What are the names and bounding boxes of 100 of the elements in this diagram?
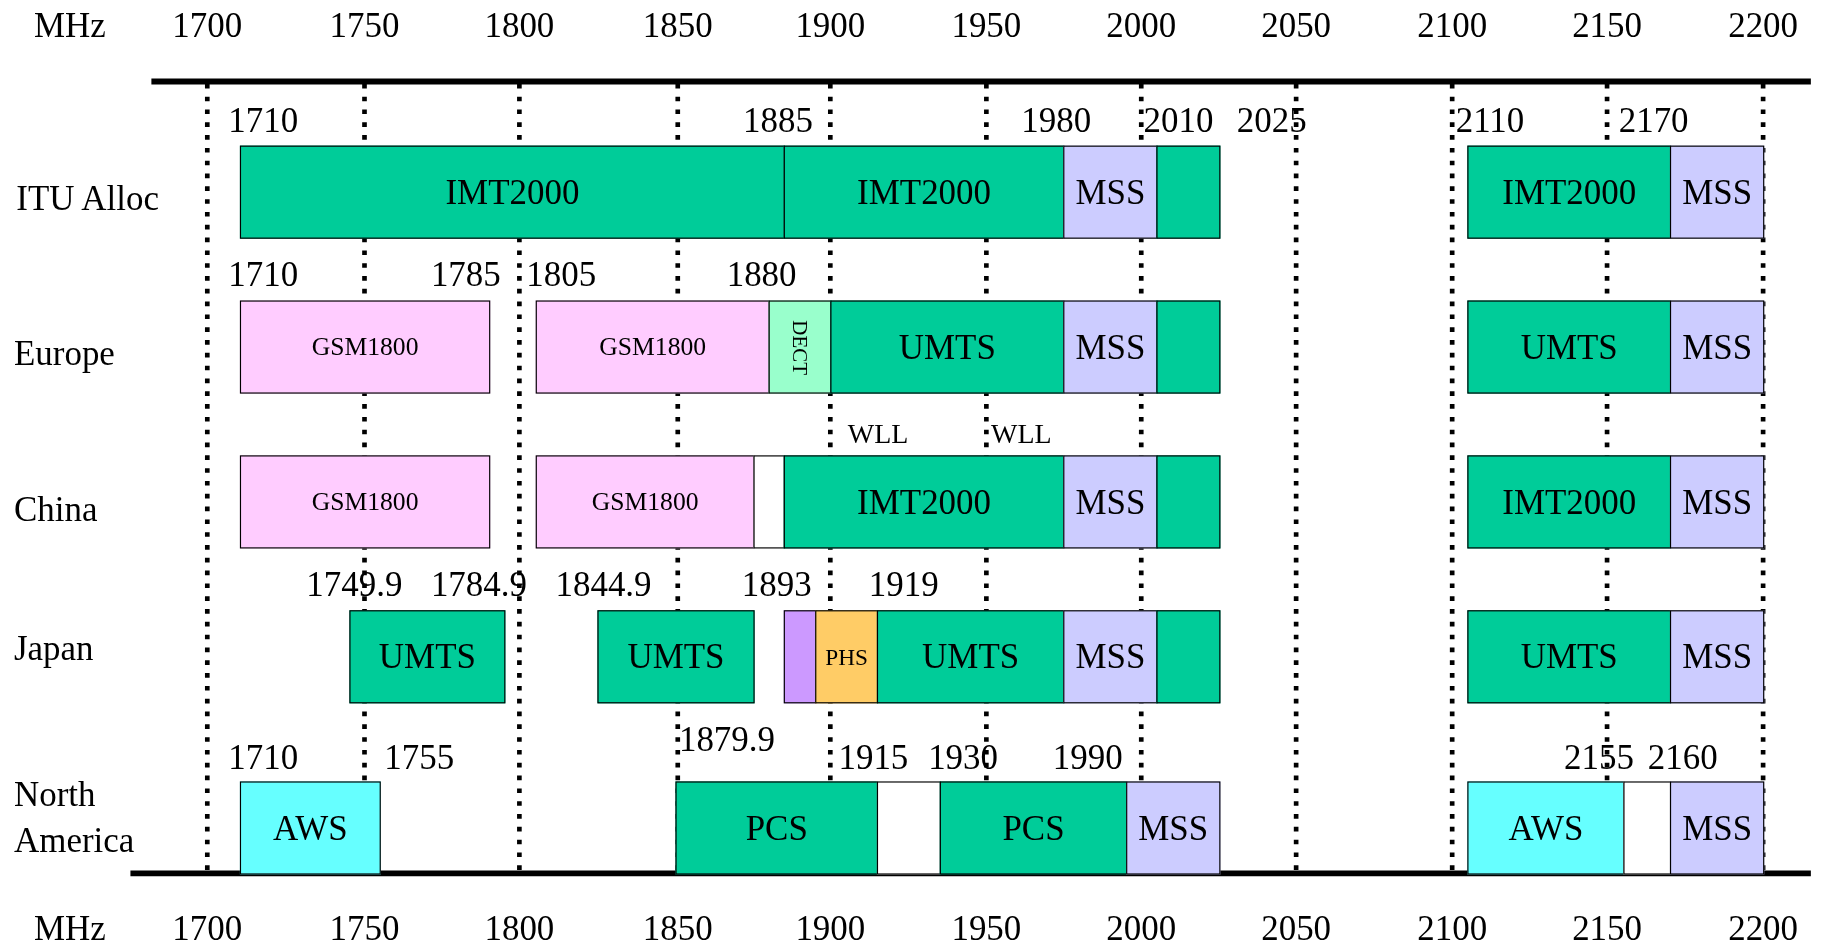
band-block <box>1669 781 1765 875</box>
axis-tick-label: 2050 <box>1260 910 1333 946</box>
axis-tick-label: 2150 <box>1571 910 1643 946</box>
band-block <box>768 300 832 394</box>
band-label: IMT2000 <box>445 174 580 210</box>
row-label: ITU Alloc <box>16 180 159 216</box>
band-label: MSS <box>1075 484 1146 520</box>
band-block <box>753 455 785 549</box>
axis-tick-label: 2000 <box>1105 910 1178 946</box>
axis-tick-label: 1900 <box>794 910 867 946</box>
band-block <box>597 610 755 704</box>
band-block <box>1669 145 1765 239</box>
axis-tick-label: 2150 <box>1571 8 1643 44</box>
frequency-label: 1915 <box>838 739 909 775</box>
band-block <box>1669 300 1765 394</box>
axis-tick-label: 1900 <box>794 8 867 44</box>
axis-tick-label: 2100 <box>1416 910 1489 946</box>
frequency-label: 1980 <box>1021 102 1092 138</box>
axis-tick-label: 2000 <box>1105 8 1178 44</box>
row-label: Europe <box>13 335 115 371</box>
frequency-label: 2155 <box>1564 739 1634 775</box>
band-label: AWS <box>1508 810 1584 846</box>
axis-tick-label: 2200 <box>1727 8 1800 44</box>
band-label: UMTS <box>898 329 996 365</box>
axis-tick-label: 1700 <box>171 8 244 44</box>
band-label: IMT2000 <box>857 484 991 520</box>
frequency-label: 1710 <box>228 739 299 775</box>
band-note: WLL <box>991 419 1052 448</box>
frequency-label: 1893 <box>741 567 812 603</box>
band-block <box>1156 145 1221 239</box>
band-block <box>1467 781 1625 875</box>
band-label: MSS <box>1682 810 1753 846</box>
frequency-label: 1785 <box>430 257 501 293</box>
band-block <box>535 300 770 394</box>
axis-tick-label: 1750 <box>328 8 401 44</box>
band-block <box>1669 610 1765 704</box>
band-block <box>349 610 506 704</box>
frequency-label: 1755 <box>384 739 455 775</box>
frequency-label: 1990 <box>1052 739 1123 775</box>
frequency-label: 2170 <box>1618 102 1689 138</box>
band-label: GSM1800 <box>311 334 419 360</box>
band-block <box>1467 610 1672 704</box>
row-label: Japan <box>13 631 94 667</box>
axis-tick-label: MHz <box>32 910 107 946</box>
band-block <box>1623 781 1672 875</box>
axis-tick-label: 2050 <box>1260 8 1333 44</box>
band-label: MSS <box>1075 329 1146 365</box>
band-label: AWS <box>272 810 348 846</box>
band-label: MSS <box>1682 484 1753 520</box>
band-block <box>783 610 817 704</box>
band-block <box>1063 610 1158 704</box>
row-label: North America <box>13 773 136 862</box>
axis-tick-label: 1850 <box>641 910 714 946</box>
band-label: GSM1800 <box>599 334 707 360</box>
axis-tick-label: 1800 <box>483 8 556 44</box>
row-label: China <box>13 491 98 527</box>
axis-tick-label: 1850 <box>641 8 714 44</box>
band-block <box>239 781 381 875</box>
axis-tick-label: 1950 <box>950 8 1023 44</box>
band-block <box>815 610 879 704</box>
band-label: UMTS <box>1520 329 1618 365</box>
band-block <box>1063 300 1158 394</box>
band-label: PCS <box>745 810 808 846</box>
axis-tick-label: 1700 <box>171 910 244 946</box>
frequency-label: 1844.9 <box>555 567 652 603</box>
band-label: MSS <box>1138 810 1209 846</box>
axis-tick-label: 2200 <box>1727 910 1800 946</box>
frequency-label: 1930 <box>928 739 998 775</box>
band-label: PCS <box>1002 810 1065 846</box>
axis-tick-label: 1800 <box>483 910 556 946</box>
band-label: MSS <box>1075 174 1146 210</box>
band-block <box>1467 145 1672 239</box>
band-block <box>1063 455 1158 549</box>
band-label: UMTS <box>627 639 725 675</box>
band-label: DECT <box>789 319 811 375</box>
frequency-label: 1710 <box>228 102 299 138</box>
frequency-label: 2110 <box>1455 102 1525 138</box>
frequency-label: 1885 <box>743 102 813 138</box>
frequency-label: 1919 <box>868 567 939 603</box>
axis-tick-label: 1750 <box>328 910 401 946</box>
band-label: UMTS <box>378 639 476 675</box>
band-block <box>783 455 1065 549</box>
axis-tick-label: MHz <box>32 8 107 44</box>
frequency-label: 2025 <box>1236 102 1307 138</box>
band-label: IMT2000 <box>1502 174 1637 210</box>
band-block <box>1467 300 1672 394</box>
band-block <box>1669 455 1765 549</box>
frequency-label: 1710 <box>228 257 299 293</box>
frequency-label: 1805 <box>526 257 597 293</box>
band-block <box>876 610 1065 704</box>
band-note: WLL <box>847 419 909 448</box>
band-label: IMT2000 <box>1502 484 1637 520</box>
band-block <box>783 145 1065 239</box>
band-label: UMTS <box>922 639 1020 675</box>
band-block <box>535 455 755 549</box>
band-block <box>830 300 1065 394</box>
band-block <box>1156 300 1221 394</box>
band-block <box>675 781 879 875</box>
frequency-label: 2010 <box>1143 102 1214 138</box>
band-label: MSS <box>1075 639 1146 675</box>
